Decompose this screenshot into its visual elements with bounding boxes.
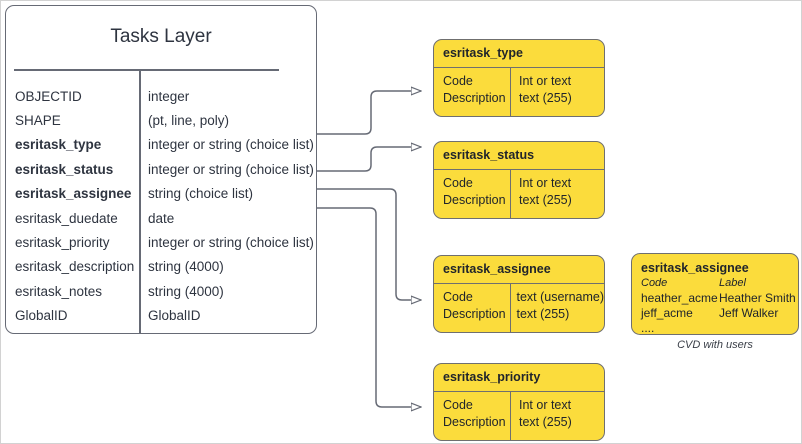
table-row: esritask_status integer or string (choic…	[6, 157, 316, 181]
domain-cell: Int or text	[519, 398, 572, 412]
entity-field-list: OBJECTID integer SHAPE (pt, line, poly) …	[6, 84, 316, 328]
entity-column-divider	[139, 70, 141, 333]
cvd-code: jeff_acme	[641, 306, 693, 320]
domain-table-esritask-priority: esritask_priority Code Description Int o…	[433, 363, 605, 441]
cvd-header-row: Code Label	[641, 276, 798, 291]
domain-right-column: text (username) text (255)	[507, 289, 604, 323]
cvd-label	[719, 321, 798, 336]
table-row: esritask_priority integer or string (cho…	[6, 230, 316, 254]
list-item: jeff_acme Jeff Walker	[641, 306, 798, 321]
domain-right-column: Int or text text (255)	[510, 175, 572, 209]
domain-cell: text (255)	[519, 193, 572, 207]
domain-cell: Code	[443, 290, 473, 304]
domain-cell: Description	[443, 415, 506, 429]
field-type: string (4000)	[148, 283, 224, 299]
domain-cell: Int or text	[519, 176, 572, 190]
domain-body: Code Description Int or text text (255)	[434, 397, 604, 431]
domain-cell: Description	[443, 307, 506, 321]
domain-title: esritask_assignee	[443, 262, 551, 276]
domain-right-column: Int or text text (255)	[510, 73, 572, 107]
domain-table-esritask-type: esritask_type Code Description Int or te…	[433, 39, 605, 117]
connector-esritask-status	[317, 147, 421, 172]
field-name: esritask_description	[15, 259, 135, 275]
table-row: SHAPE (pt, line, poly)	[6, 108, 316, 132]
entity-title: Tasks Layer	[110, 26, 212, 47]
domain-body: Code Description text (username) text (2…	[434, 289, 604, 323]
domain-table-esritask-status: esritask_status Code Description Int or …	[433, 141, 605, 219]
list-item: ....	[641, 321, 798, 336]
cvd-label: Jeff Walker	[719, 306, 779, 320]
domain-right-column: Int or text text (255)	[510, 397, 572, 431]
table-row: esritask_description string (4000)	[6, 255, 316, 279]
domain-title-rule	[434, 169, 604, 171]
domain-cell: Int or text	[519, 74, 572, 88]
domain-left-column: Code Description	[434, 289, 507, 323]
domain-cell: Description	[443, 193, 506, 207]
field-type: string (choice list)	[148, 186, 254, 202]
domain-body: Code Description Int or text text (255)	[434, 73, 604, 107]
table-row: esritask_notes string (4000)	[6, 279, 316, 303]
domain-left-column: Code Description	[434, 397, 510, 431]
domain-title-rule	[434, 391, 604, 393]
cvd-header-code: Code	[641, 277, 668, 289]
entity-title-rule	[14, 69, 279, 71]
field-type: date	[148, 210, 175, 226]
connector-esritask-priority	[317, 207, 421, 407]
list-item: heather_acme Heather Smith	[641, 291, 798, 306]
table-row: esritask_duedate date	[6, 206, 316, 230]
domain-column-divider	[510, 392, 512, 440]
field-name: esritask_assignee	[15, 186, 132, 202]
domain-title-rule	[434, 283, 604, 285]
table-row: GlobalID GlobalID	[6, 304, 316, 328]
connector-esritask-assignee	[317, 188, 421, 300]
domain-title: esritask_type	[443, 46, 523, 60]
domain-cell: text (username)	[516, 290, 604, 304]
field-type: (pt, line, poly)	[148, 113, 230, 129]
coded-value-domain-esritask-assignee: esritask_assignee Code Label heather_acm…	[631, 253, 799, 335]
field-name: esritask_notes	[15, 283, 103, 299]
domain-title-rule	[434, 67, 604, 69]
field-name: GlobalID	[15, 308, 68, 324]
field-type: integer or string (choice list)	[148, 161, 314, 177]
field-type: integer or string (choice list)	[148, 235, 314, 251]
cvd-label: Heather Smith	[719, 291, 796, 305]
table-row: esritask_assignee string (choice list)	[6, 182, 316, 206]
cvd-code: heather_acme	[641, 291, 718, 305]
domain-cell: text (255)	[516, 307, 570, 321]
cvd-title: esritask_assignee	[641, 261, 749, 275]
domain-cell: Description	[443, 91, 506, 105]
domain-cell: text (255)	[519, 415, 572, 429]
cvd-code: ....	[641, 321, 655, 335]
field-type: GlobalID	[148, 308, 201, 324]
field-name: esritask_priority	[15, 235, 110, 251]
domain-cell: text (255)	[519, 91, 572, 105]
domain-column-divider	[510, 284, 512, 332]
tasks-layer-entity: Tasks Layer OBJECTID integer SHAPE (pt, …	[5, 5, 317, 334]
field-name: OBJECTID	[15, 88, 82, 104]
domain-column-divider	[510, 170, 512, 218]
domain-table-esritask-assignee: esritask_assignee Code Description text …	[433, 255, 605, 333]
table-row: OBJECTID integer	[6, 84, 316, 108]
domain-cell: Code	[443, 176, 473, 190]
connector-esritask-type	[317, 91, 421, 135]
field-name: esritask_type	[15, 137, 102, 153]
domain-left-column: Code Description	[434, 175, 510, 209]
domain-title: esritask_priority	[443, 370, 541, 384]
domain-body: Code Description Int or text text (255)	[434, 175, 604, 209]
domain-column-divider	[510, 68, 512, 116]
field-name: esritask_status	[15, 161, 114, 177]
field-type: integer or string (choice list)	[148, 137, 314, 153]
domain-title: esritask_status	[443, 148, 535, 162]
domain-cell: Code	[443, 398, 473, 412]
domain-left-column: Code Description	[434, 73, 510, 107]
domain-cell: Code	[443, 74, 473, 88]
cvd-caption: CVD with users	[677, 339, 753, 351]
table-row: esritask_type integer or string (choice …	[6, 133, 316, 157]
field-name: SHAPE	[15, 113, 61, 129]
cvd-header-label: Label	[719, 277, 746, 289]
field-type: string (4000)	[148, 259, 224, 275]
field-name: esritask_duedate	[15, 210, 118, 226]
field-type: integer	[148, 88, 190, 104]
